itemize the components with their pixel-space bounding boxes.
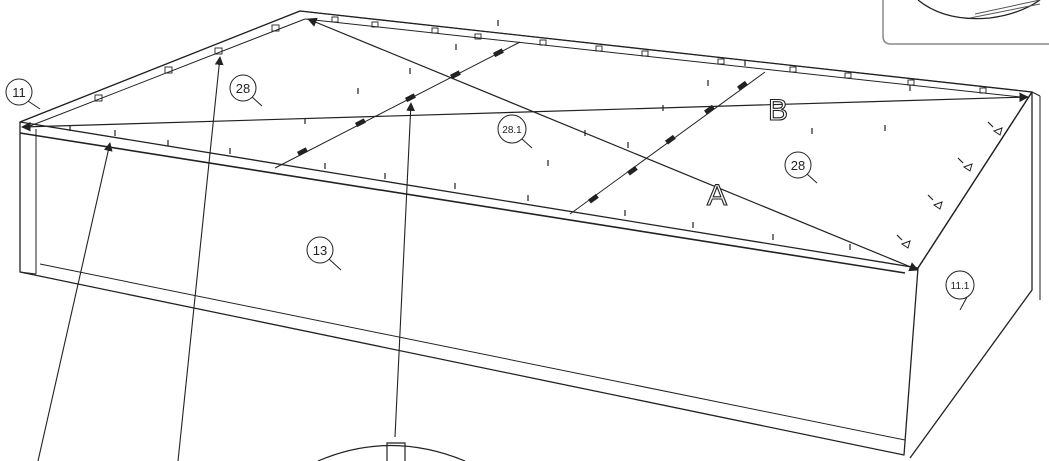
callout-11: 11 xyxy=(5,78,41,110)
detail-inset-frame xyxy=(882,0,1049,45)
svg-text:11: 11 xyxy=(12,85,26,100)
diagonal-lines xyxy=(21,17,1029,272)
callout-28-left: 28 xyxy=(229,74,263,107)
svg-text:28: 28 xyxy=(791,158,805,173)
svg-text:13: 13 xyxy=(313,243,327,258)
cabinet-body xyxy=(19,10,1041,459)
diagonal-b-line xyxy=(21,92,1029,132)
callout-28-right: 28 xyxy=(784,151,818,184)
svg-text:11.1: 11.1 xyxy=(951,281,970,292)
callout-11-1: 11.1 xyxy=(945,270,975,311)
callout-13: 13 xyxy=(306,236,342,271)
callout-28-1: 28.1 xyxy=(497,114,533,149)
left-rail xyxy=(19,10,306,127)
top-seam-1 xyxy=(274,41,521,169)
diagonal-b-label: B xyxy=(768,94,788,127)
diagonal-a-label: A xyxy=(707,179,727,212)
back-rail-hardware xyxy=(94,16,987,102)
right-side-panel xyxy=(909,91,1033,459)
pointer-arrows xyxy=(37,56,416,461)
diagonal-a-line xyxy=(307,17,919,272)
svg-text:28: 28 xyxy=(236,81,250,96)
screws xyxy=(69,20,994,250)
svg-text:28.1: 28.1 xyxy=(502,125,522,136)
back-rail xyxy=(299,10,1033,98)
detail-magnifier xyxy=(317,442,466,461)
side-brackets xyxy=(900,127,1003,249)
front-panel xyxy=(19,122,919,456)
top-panel-outline xyxy=(19,10,1033,269)
